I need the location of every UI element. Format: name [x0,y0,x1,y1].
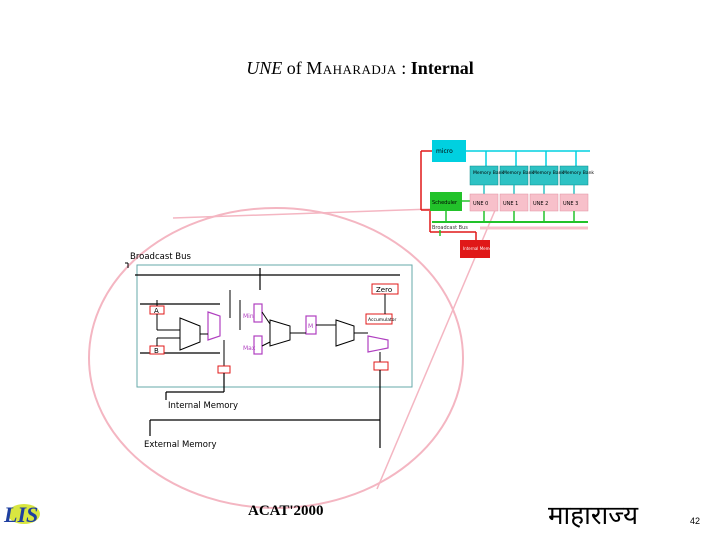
zero-label: Zero [376,286,392,294]
une-detail-diagram: Broadcast Bus Zero A B Min Max [125,252,413,450]
title-une: UNE [246,58,283,78]
broadcast-bus-label: Broadcast Bus [130,252,192,262]
zoom-circle [88,207,464,509]
internal-memory-unit-label: Internal Memory Unit [463,246,506,251]
alu-first [179,317,201,351]
zoom-line-top [172,207,463,219]
overview-diagram: micro Memory Bank Memory Bank Memory Ban… [420,140,594,258]
micro-box [432,140,466,162]
une-boundary [136,264,413,388]
register-a-label: A [154,307,159,315]
page-number: 42 [690,516,701,526]
accumulator [365,313,393,325]
memory-bank-0-label: Memory Bank [473,170,504,176]
max-register [253,335,263,355]
alu-third [335,319,355,347]
slide-title: UNE of Maharadja : Internal [0,58,720,79]
une-label-3: UNE 3 [563,201,578,207]
title-machine: Maharadja [306,58,397,78]
title-sep: : [396,58,411,78]
accumulator-label: Accumulator [368,317,397,323]
external-memory-label: External Memory [144,440,217,450]
une-label-2: UNE 2 [533,201,548,207]
title-internal: Internal [410,58,474,78]
alu-second [269,319,291,347]
hindi-logo-text: माहाराज्य [548,501,639,531]
memory-bank-1-label: Memory Bank [503,170,534,176]
micro-label: micro [436,148,453,155]
overview-broadcast-label: Broadcast Bus [432,225,468,231]
memory-bank-2-label: Memory Bank [533,170,564,176]
mux-left [207,311,221,341]
register-b-label: B [154,347,159,355]
min-register [253,303,263,323]
conference-label: ACAT'2000 [248,503,324,519]
m-label: M [308,323,313,330]
memory-bank-3-label: Memory Bank [563,170,594,176]
mux-right [367,335,389,353]
scheduler-box [430,192,462,211]
max-label: Max [243,345,256,352]
internal-memory-unit-box [460,240,490,258]
output-register [373,361,389,371]
une-label-1: UNE 1 [503,201,518,207]
scheduler-label: Scheduler [432,200,458,206]
min-label: Min [243,313,254,320]
internal-memory-label: Internal Memory [168,401,238,411]
une-label-0: UNE 0 [473,201,488,207]
title-of: of [282,58,307,78]
internal-memory-register [217,365,231,374]
lis-logo-text: LIS [3,502,38,527]
lis-logo: LIS [3,502,40,527]
